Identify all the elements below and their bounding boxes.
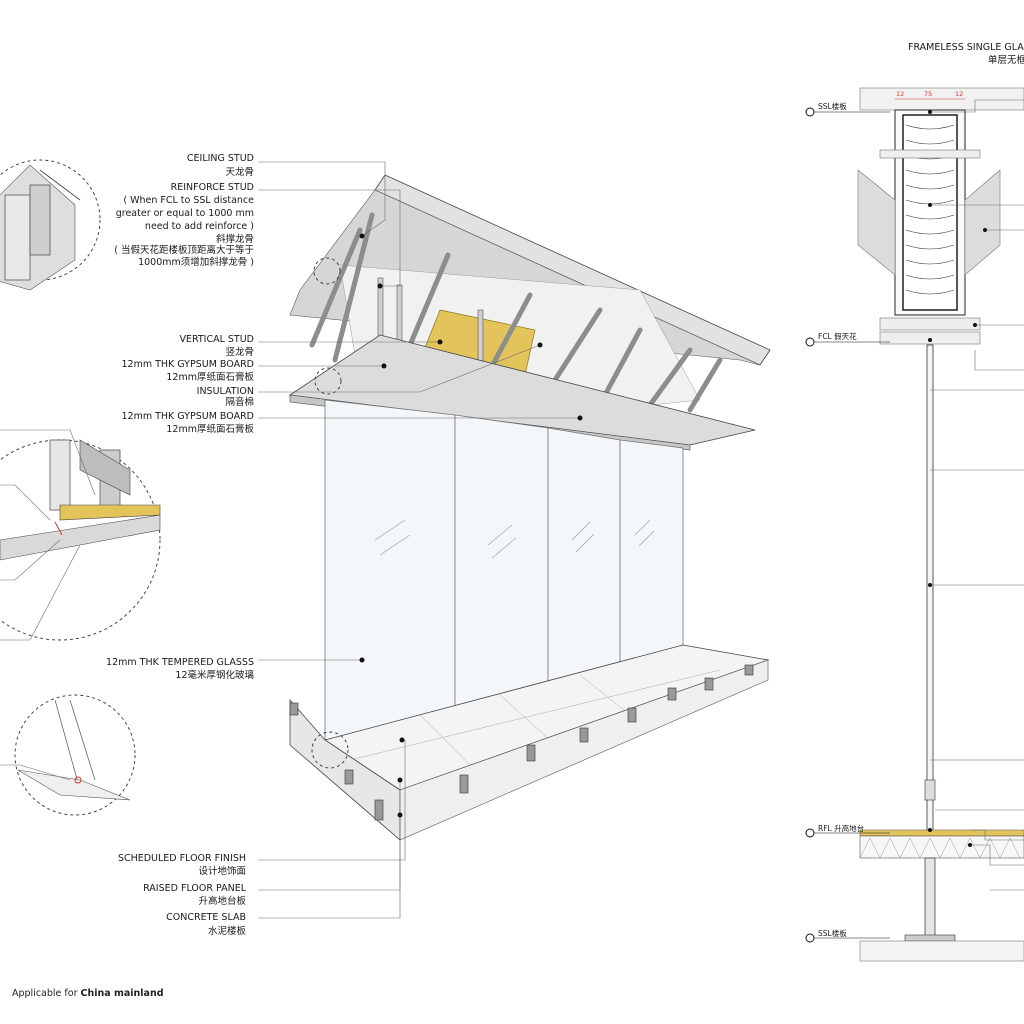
level-fcl: FCL 假天花	[818, 331, 857, 341]
left-leaders	[0, 429, 96, 781]
level-rfl: RFL 升高地台	[818, 823, 864, 833]
section-title: FRAMELESS SINGLE GLAZ	[908, 42, 1024, 53]
svg-text:竖龙骨: 竖龙骨	[225, 346, 254, 358]
label-gypsum-board-1: 12mm THK GYPSUM BOARD	[121, 359, 254, 370]
label-ceiling-stud: CEILING STUD	[187, 153, 254, 164]
svg-text:12: 12	[896, 90, 904, 98]
label-insulation: INSULATION	[197, 386, 254, 397]
label-tempered-glass: 12mm THK TEMPERED GLASSS	[106, 657, 254, 668]
label-gypsum-board-2: 12mm THK GYPSUM BOARD	[121, 411, 254, 422]
svg-text:斜撑龙骨: 斜撑龙骨	[216, 233, 254, 245]
section-drawing: FRAMELESS SINGLE GLAZ 单层无框 12 75 12 SSL	[805, 42, 1024, 962]
svg-text:need to add reinforce ): need to add reinforce )	[145, 221, 254, 232]
label-vertical-stud: VERTICAL STUD	[179, 334, 254, 345]
svg-text:12mm厚纸面石膏板: 12mm厚纸面石膏板	[166, 423, 254, 435]
detail-circle-bottom	[14, 694, 136, 816]
svg-text:12: 12	[955, 90, 963, 98]
label-raised-floor-panel: RAISED FLOOR PANEL	[143, 883, 247, 894]
label-concrete-slab: CONCRETE SLAB	[166, 912, 246, 923]
svg-text:( 当假天花距楼板顶距离大于等于: ( 当假天花距楼板顶距离大于等于	[114, 244, 254, 256]
level-ssl-top: SSL楼板	[818, 101, 847, 111]
svg-text:12mm厚纸面石膏板: 12mm厚纸面石膏板	[166, 371, 254, 383]
axon-callouts: CEILING STUD 天龙骨 REINFORCE STUD ( When F…	[106, 153, 583, 937]
svg-text:greater or equal to 1000 mm: greater or equal to 1000 mm	[116, 208, 254, 219]
svg-text:隔音棉: 隔音棉	[225, 396, 254, 408]
svg-text:( When FCL to SSL distance: ( When FCL to SSL distance	[123, 195, 254, 206]
svg-text:12毫米厚钢化玻璃: 12毫米厚钢化玻璃	[175, 669, 254, 681]
level-markers: SSL楼板 FCL 假天花 RFL 升高地台 SSL楼板	[805, 101, 890, 943]
label-reinforce-stud: REINFORCE STUD	[171, 182, 254, 193]
svg-text:设计地饰面: 设计地饰面	[198, 865, 246, 877]
svg-text:水泥楼板: 水泥楼板	[208, 925, 247, 937]
label-floor-finish: SCHEDULED FLOOR FINISH	[118, 853, 246, 864]
svg-text:升高地台板: 升高地台板	[198, 895, 246, 907]
svg-text:1000mm须增加斜撑龙骨 ): 1000mm须增加斜撑龙骨 )	[138, 256, 254, 268]
footer-note: Applicable for China mainland	[12, 988, 164, 999]
section-title-zh: 单层无框	[988, 54, 1024, 66]
footer-region: China mainland	[80, 988, 164, 999]
svg-text:75: 75	[924, 90, 932, 98]
detail-circle-top	[0, 159, 101, 291]
axonometric-assembly	[288, 174, 771, 841]
glass-panels	[324, 399, 684, 741]
level-ssl-bottom: SSL楼板	[818, 928, 847, 938]
detail-circle-middle	[0, 439, 161, 641]
label-ceiling-stud-zh: 天龙骨	[225, 166, 254, 178]
